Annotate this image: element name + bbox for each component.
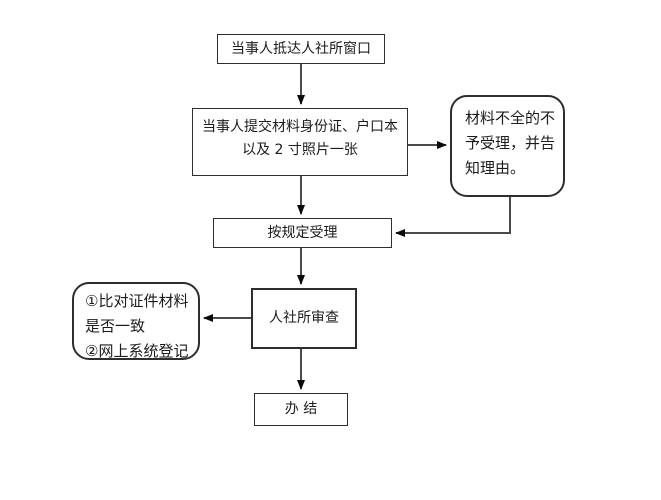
node-reject-line1: 材料不全的不 (465, 109, 556, 127)
node-accept-per-rules: 按规定受理 (213, 218, 392, 248)
node-complete: 办 结 (254, 393, 348, 426)
node-reject-line3: 知理由。 (465, 159, 526, 177)
node-complete-label: 办 结 (284, 401, 318, 417)
node-submit-materials: 当事人提交材料身份证、户口本 以及 2 寸照片一张 (192, 108, 408, 176)
node-accept-label: 按规定受理 (267, 224, 338, 241)
node-check-line2: 是否一致 (85, 317, 146, 335)
node-arrive-window: 当事人抵达人社所窗口 (217, 34, 385, 64)
node-submit-line2: 以及 2 寸照片一张 (242, 142, 358, 158)
node-submit-line1: 当事人提交材料身份证、户口本 (202, 119, 398, 135)
node-check-steps: ①比对证件材料 是否一致 ②网上系统登记 (72, 282, 200, 360)
node-check-line1: ①比对证件材料 (85, 292, 189, 310)
node-arrive-label: 当事人抵达人社所窗口 (231, 40, 371, 57)
node-office-review: 人社所审查 (251, 288, 357, 349)
node-check-line3: ②网上系统登记 (85, 342, 189, 360)
arrow-reject-to-accept (395, 197, 511, 237)
node-reject-incomplete: 材料不全的不 予受理，并告 知理由。 (450, 95, 565, 197)
node-review-label: 人社所审查 (269, 310, 339, 326)
node-reject-line2: 予受理，并告 (465, 134, 556, 152)
